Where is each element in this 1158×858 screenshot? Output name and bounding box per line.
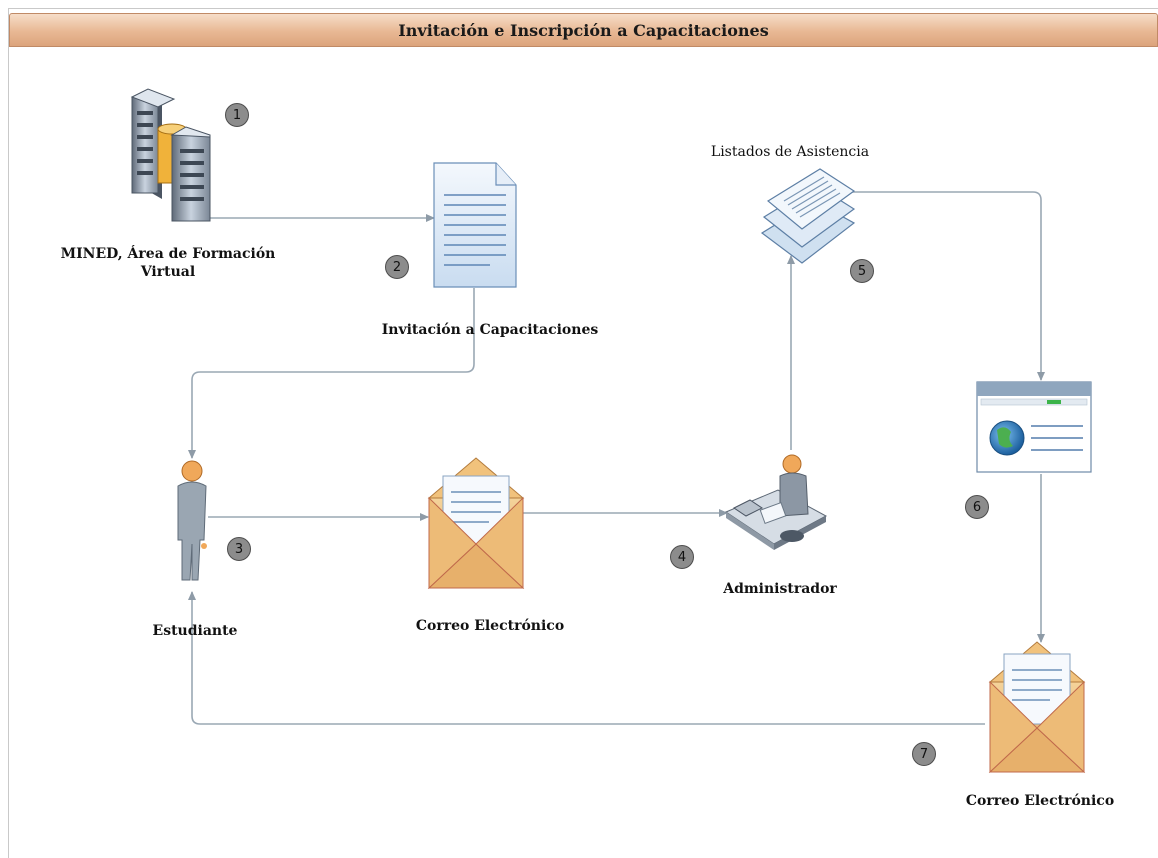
diagram-frame (8, 8, 1158, 858)
title-bar: Invitación e Inscripción a Capacitacione… (9, 13, 1158, 47)
desk-person-icon (724, 454, 828, 550)
connector-8-3 (188, 591, 985, 725)
step-badge-6: 6 (965, 495, 989, 519)
step-badge-1: 1 (225, 103, 249, 127)
envelope-icon (988, 641, 1086, 774)
server-icon (130, 88, 211, 222)
email1-label: Correo Electrónico (415, 618, 565, 634)
connector-6-7 (845, 191, 1045, 381)
envelope-icon (427, 457, 525, 590)
connectors (188, 191, 1045, 725)
step-badge-4: 4 (670, 545, 694, 569)
server-label: MINED, Área de Formación Virtual (48, 245, 288, 281)
step-badge-5: 5 (850, 259, 874, 283)
invitation-label: Invitación a Capacitaciones (381, 322, 599, 338)
diagram-title: Invitación e Inscripción a Capacitacione… (398, 20, 769, 40)
documents-stack-icon (760, 168, 856, 264)
admin-label: Administrador (723, 581, 837, 597)
student-label: Estudiante (152, 623, 238, 639)
step-badge-2: 2 (385, 255, 409, 279)
email2-label: Correo Electrónico (965, 793, 1115, 809)
server-label-line1: MINED, Área de Formación (60, 246, 276, 262)
step-badge-7: 7 (912, 742, 936, 766)
attendance-label: Listados de Asistencia (710, 144, 870, 160)
server-label-line2: Virtual (140, 264, 196, 280)
connector-2-3 (188, 288, 475, 459)
web-page-icon (976, 381, 1092, 473)
step-badge-3: 3 (227, 537, 251, 561)
document-icon (433, 162, 517, 288)
person-icon (177, 460, 207, 581)
